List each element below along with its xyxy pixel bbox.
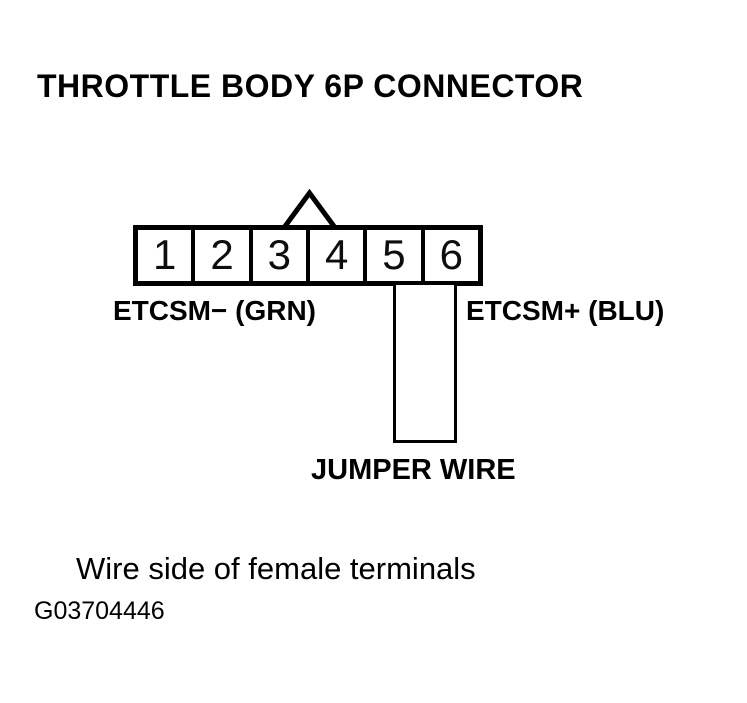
- jumper-wire-loop: [393, 285, 457, 443]
- pin-label-etcsm-plus: ETCSM+ (BLU): [466, 295, 665, 326]
- pin-cell-6: 6: [439, 230, 463, 278]
- jumper-wire-label: JUMPER WIRE: [311, 454, 516, 486]
- pin-cell-2: 2: [195, 230, 253, 281]
- figure-id: G03704446: [34, 597, 165, 625]
- pin-label-etcsm-minus: ETCSM− (GRN): [113, 295, 316, 326]
- pin-cell-1: 1: [138, 230, 196, 281]
- caption-wire-side: Wire side of female terminals: [76, 551, 476, 586]
- pin-cell-3: 3: [253, 230, 310, 281]
- pin-cell-4: 4: [310, 230, 368, 281]
- connector-body: 1 2 3 4 5 6: [133, 225, 483, 286]
- diagram-title: THROTTLE BODY 6P CONNECTOR: [37, 68, 584, 104]
- pin-cell-5: 5: [367, 230, 425, 281]
